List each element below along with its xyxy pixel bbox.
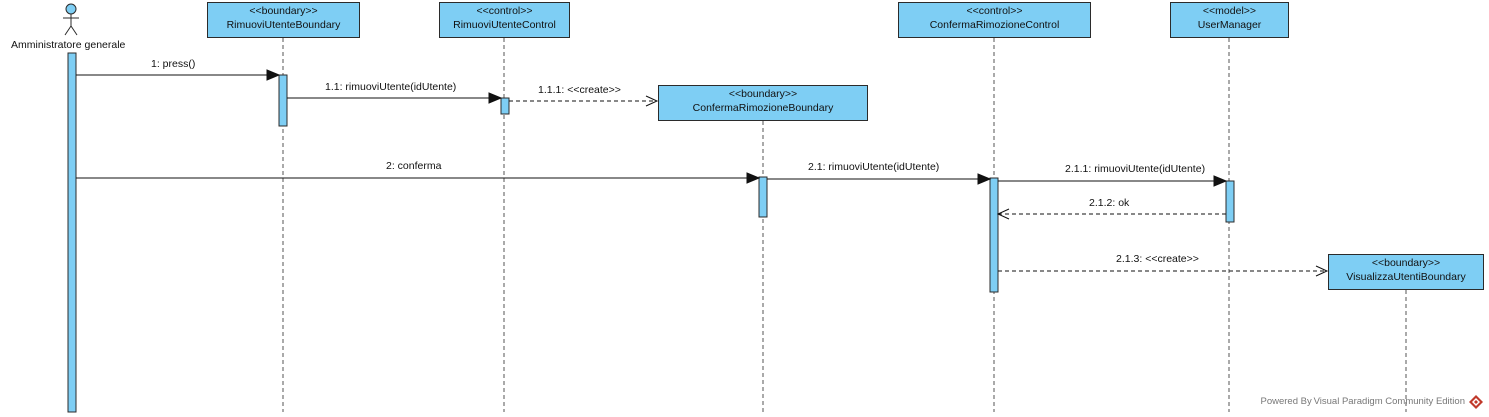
activation-rimuovi-utente-control bbox=[500, 97, 510, 115]
activation-user-manager bbox=[1225, 180, 1235, 223]
activation-conferma-rimozione-control bbox=[989, 177, 999, 293]
stereotype-label: <<boundary>> bbox=[1371, 257, 1441, 269]
message-label-1-1-1: 1.1.1: <<create>> bbox=[538, 84, 621, 96]
lifeline-name: UserManager bbox=[1197, 19, 1262, 31]
lifeline-header-rimuovi-utente-boundary[interactable]: <<boundary>> RimuoviUtenteBoundary bbox=[207, 2, 360, 38]
activation-conferma-rimozione-boundary bbox=[758, 176, 768, 218]
stereotype-label: <<boundary>> bbox=[728, 88, 798, 100]
stereotype-label: <<model>> bbox=[1202, 5, 1257, 17]
lifeline-header-conferma-rimozione-control[interactable]: <<control>> ConfermaRimozioneControl bbox=[898, 2, 1091, 38]
message-arrow-1-1 bbox=[287, 92, 503, 104]
message-label-1: 1: press() bbox=[151, 58, 196, 70]
message-arrow-1-1-1-create bbox=[509, 95, 659, 107]
powered-by-watermark: Powered By Visual Paradigm Community Edi… bbox=[1260, 396, 1466, 407]
lifeline-header-conferma-rimozione-boundary[interactable]: <<boundary>> ConfermaRimozioneBoundary bbox=[658, 85, 868, 121]
lifeline-header-visualizza-utenti-boundary[interactable]: <<boundary>> VisualizzaUtentiBoundary bbox=[1328, 254, 1484, 290]
stereotype-label: <<control>> bbox=[476, 5, 533, 17]
message-arrow-2 bbox=[76, 172, 761, 184]
message-label-2-1: 2.1: rimuoviUtente(idUtente) bbox=[808, 161, 940, 173]
message-label-2-1-2: 2.1.2: ok bbox=[1089, 197, 1130, 209]
lifeline-header-rimuovi-utente-control[interactable]: <<control>> RimuoviUtenteControl bbox=[439, 2, 570, 38]
message-arrow-2-1 bbox=[767, 173, 992, 185]
lifeline-name: VisualizzaUtentiBoundary bbox=[1346, 271, 1466, 283]
message-arrow-2-1-3-create bbox=[998, 265, 1329, 277]
message-arrow-2-1-1 bbox=[998, 175, 1228, 187]
lifeline-name: ConfermaRimozioneControl bbox=[929, 19, 1060, 31]
activation-actor bbox=[67, 52, 77, 413]
message-arrow-1 bbox=[76, 69, 281, 81]
stereotype-label: <<control>> bbox=[966, 5, 1023, 17]
message-arrow-2-1-2-return bbox=[996, 208, 1226, 220]
message-label-2: 2: conferma bbox=[386, 160, 442, 172]
message-label-2-1-1: 2.1.1: rimuoviUtente(idUtente) bbox=[1065, 163, 1206, 175]
stereotype-label: <<boundary>> bbox=[249, 5, 318, 17]
visual-paradigm-logo-icon bbox=[1469, 395, 1483, 409]
lifeline-name: RimuoviUtenteControl bbox=[453, 19, 556, 31]
message-label-1-1: 1.1: rimuoviUtente(idUtente) bbox=[325, 81, 457, 93]
lifeline-name: RimuoviUtenteBoundary bbox=[226, 19, 341, 31]
lifeline-name: ConfermaRimozioneBoundary bbox=[692, 102, 834, 114]
activation-rimuovi-utente-boundary bbox=[278, 74, 288, 127]
actor-label: Amministratore generale bbox=[11, 39, 126, 51]
message-label-2-1-3: 2.1.3: <<create>> bbox=[1116, 253, 1199, 265]
lifeline-header-user-manager[interactable]: <<model>> UserManager bbox=[1170, 2, 1289, 38]
actor-stick-figure-icon bbox=[63, 3, 79, 36]
